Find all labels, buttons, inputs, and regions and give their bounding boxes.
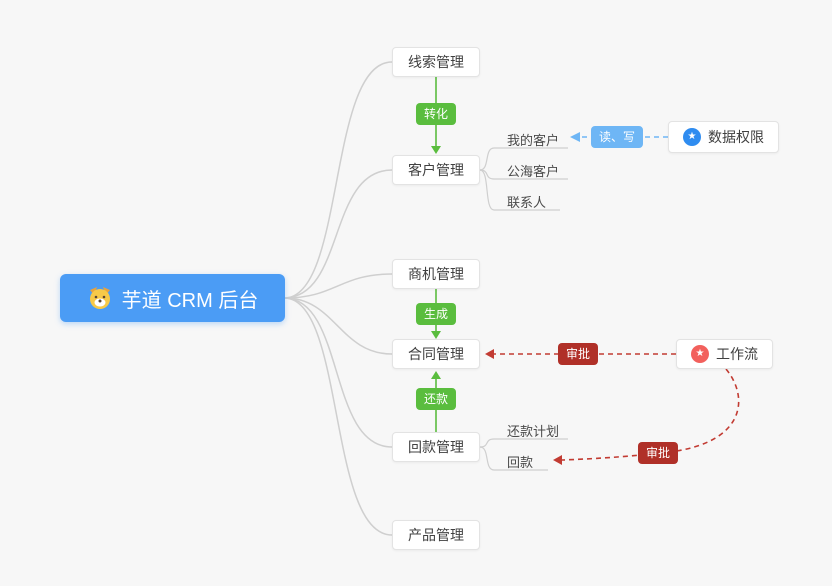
- wire-customers-my-customers: [479, 147, 495, 171]
- subnode-repayment-plan-label: 还款计划: [507, 424, 560, 439]
- wire-root-opportunities: [284, 273, 393, 299]
- arrowhead-approve-contract: [485, 349, 494, 359]
- edge-label-convert[interactable]: 转化: [415, 103, 457, 125]
- node-contracts-label: 合同管理: [408, 346, 464, 362]
- arrowhead-generate: [431, 331, 441, 339]
- node-products-label: 产品管理: [408, 527, 464, 543]
- node-payments-label: 回款管理: [408, 439, 464, 455]
- wire-payments-repayment: [479, 446, 495, 471]
- edge-label-generate[interactable]: 生成: [415, 303, 457, 325]
- node-leads[interactable]: 线索管理: [392, 47, 480, 77]
- subnode-my-customers-label: 我的客户: [507, 133, 560, 148]
- subnode-repayment-label: 回款: [507, 455, 534, 470]
- wire-root-products: [284, 297, 393, 536]
- root-node-label: 芋道 CRM 后台: [121, 289, 259, 312]
- node-contracts[interactable]: 合同管理: [392, 339, 480, 369]
- arrowhead-read-write: [570, 132, 580, 142]
- node-products[interactable]: 产品管理: [392, 520, 480, 550]
- arrowhead-convert: [431, 146, 441, 154]
- arrowhead-repay: [431, 371, 441, 379]
- node-opportunities[interactable]: 商机管理: [392, 259, 480, 289]
- wire-root-payments: [284, 297, 393, 448]
- edge-label-repay[interactable]: 还款: [415, 388, 457, 410]
- node-customers-label: 客户管理: [408, 162, 464, 178]
- subnode-public-customers-label: 公海客户: [507, 164, 560, 179]
- arrowhead-approve-payment: [553, 455, 562, 465]
- node-data-permission-label: 数据权限: [708, 129, 764, 145]
- wire-root-leads: [284, 61, 393, 299]
- node-payments[interactable]: 回款管理: [392, 432, 480, 462]
- node-opportunities-label: 商机管理: [408, 266, 464, 282]
- dog-mascot-icon: [87, 285, 113, 311]
- star-icon: ★: [683, 128, 701, 146]
- wire-payments-repayment-plan: [479, 438, 495, 448]
- star-icon: ★: [691, 345, 709, 363]
- wire-customers-contacts: [479, 169, 495, 211]
- wire-root-customers: [284, 169, 393, 299]
- subnode-repayment-plan[interactable]: 还款计划: [507, 421, 559, 440]
- wire-root-contracts: [284, 297, 393, 355]
- root-node-crm-backend[interactable]: 芋道 CRM 后台: [60, 274, 285, 322]
- subnode-public-customers[interactable]: 公海客户: [507, 161, 559, 180]
- node-data-permission[interactable]: ★ 数据权限: [668, 121, 779, 153]
- subnode-contacts[interactable]: 联系人: [507, 192, 546, 211]
- subnode-contacts-label: 联系人: [507, 195, 547, 210]
- node-customers[interactable]: 客户管理: [392, 155, 480, 185]
- edge-label-approve-payment[interactable]: 审批: [637, 442, 679, 464]
- edge-label-read-write[interactable]: 读、写: [590, 126, 644, 148]
- edge-label-approve-contract[interactable]: 审批: [557, 343, 599, 365]
- node-workflow[interactable]: ★ 工作流: [676, 339, 773, 369]
- subnode-my-customers[interactable]: 我的客户: [507, 130, 559, 149]
- subnode-repayment[interactable]: 回款: [507, 452, 533, 471]
- node-workflow-label: 工作流: [716, 346, 758, 362]
- node-leads-label: 线索管理: [408, 54, 464, 70]
